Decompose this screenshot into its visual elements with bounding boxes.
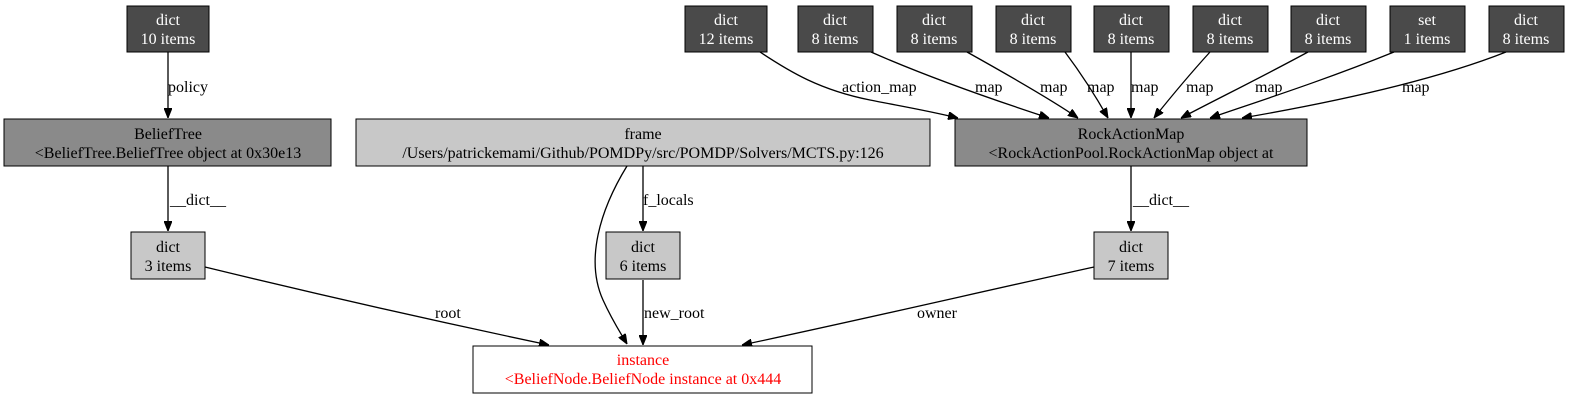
node-dict-8-items-1-type: dict [823, 12, 848, 29]
edge-map-6 [1181, 51, 1309, 118]
node-dict-12-items-type: dict [714, 12, 739, 29]
node-dict-8-items-3-count: 8 items [1010, 31, 1057, 48]
node-dict-8-items-5[interactable]: dict 8 items [1192, 5, 1269, 53]
node-belieftree-type: BeliefTree [134, 126, 202, 143]
node-dict-8-items-2[interactable]: dict 8 items [896, 5, 973, 53]
node-dict-8-items-7-type: dict [1514, 12, 1539, 29]
edge-map-3 [1064, 51, 1108, 118]
node-frame-type: frame [624, 126, 661, 143]
node-rockactionmap[interactable]: RockActionMap <RockActionPool.RockAction… [954, 118, 1308, 167]
node-dict-10-items-count: 10 items [141, 31, 196, 48]
node-instance-type: instance [617, 352, 669, 369]
node-dict-3-items-count: 3 items [145, 258, 192, 275]
node-dict-8-items-2-type: dict [922, 12, 947, 29]
edge-map-set [1210, 51, 1395, 118]
node-rockactionmap-type: RockActionMap [1078, 126, 1185, 143]
node-dict-8-items-4[interactable]: dict 8 items [1093, 5, 1170, 53]
node-dict-7-items-type: dict [1119, 239, 1144, 256]
nodes: dict 10 items BeliefTree <BeliefTree.Bel… [3, 5, 1565, 394]
edge-map-2 [966, 51, 1078, 118]
edge-label-map-3: map [1087, 79, 1115, 96]
node-dict-8-items-4-count: 8 items [1108, 31, 1155, 48]
node-dict-8-items-1-count: 8 items [812, 31, 859, 48]
node-dict-8-items-7-count: 8 items [1503, 31, 1550, 48]
node-dict-10-items[interactable]: dict 10 items [126, 5, 210, 53]
node-dict-8-items-6-count: 8 items [1305, 31, 1352, 48]
edge-label-map-5: map [1186, 79, 1214, 96]
edge-label-map-1: map [975, 79, 1003, 96]
node-dict-12-items-count: 12 items [699, 31, 754, 48]
node-dict-8-items-3[interactable]: dict 8 items [995, 5, 1072, 53]
edge-action-map [759, 51, 958, 118]
edge-label-action-map: action_map [842, 79, 917, 96]
node-dict-3-items[interactable]: dict 3 items [130, 231, 206, 280]
edge-label-map-6: map [1255, 79, 1283, 96]
node-belieftree[interactable]: BeliefTree <BeliefTree.BeliefTree object… [3, 118, 332, 167]
node-dict-6-items-count: 6 items [620, 258, 667, 275]
node-dict-7-items[interactable]: dict 7 items [1093, 231, 1169, 280]
node-dict-8-items-2-count: 8 items [911, 31, 958, 48]
edge-map-5 [1154, 51, 1211, 118]
node-set-1-items[interactable]: set 1 items [1389, 5, 1466, 53]
edge-label-policy: policy [168, 79, 208, 96]
node-dict-7-items-count: 7 items [1108, 258, 1155, 275]
node-dict-3-items-type: dict [156, 239, 181, 256]
edge-label-new-root: new_root [644, 305, 705, 322]
edge-label-map-4: map [1131, 79, 1159, 96]
node-frame-location: /Users/patrickemami/Github/POMDPy/src/PO… [402, 145, 883, 162]
edge-label-root: root [435, 305, 461, 322]
node-set-1-items-type: set [1418, 12, 1436, 29]
node-instance[interactable]: instance <BeliefNode.BeliefNode instance… [472, 345, 813, 394]
node-instance-repr: <BeliefNode.BeliefNode instance at 0x444 [505, 371, 782, 388]
node-dict-8-items-5-type: dict [1218, 12, 1243, 29]
node-dict-8-items-3-type: dict [1021, 12, 1046, 29]
node-rockactionmap-repr: <RockActionPool.RockActionMap object at [989, 145, 1275, 162]
edge-label-f-locals: f_locals [643, 192, 694, 209]
edges: policy __dict__ f_locals __dict__ action… [168, 51, 1507, 345]
node-dict-8-items-7[interactable]: dict 8 items [1488, 5, 1565, 53]
node-dict-8-items-6-type: dict [1316, 12, 1341, 29]
node-frame[interactable]: frame /Users/patrickemami/Github/POMDPy/… [355, 118, 931, 167]
edge-label-map-7: map [1402, 79, 1430, 96]
edge-label-belieftree-dict: __dict__ [169, 192, 227, 209]
edge-owner [742, 266, 1095, 345]
node-dict-6-items[interactable]: dict 6 items [605, 231, 681, 280]
node-dict-8-items-5-count: 8 items [1207, 31, 1254, 48]
node-dict-8-items-6[interactable]: dict 8 items [1290, 5, 1367, 53]
edge-label-rockactionmap-dict: __dict__ [1132, 192, 1190, 209]
node-dict-12-items[interactable]: dict 12 items [684, 5, 768, 53]
edge-label-map-2: map [1040, 79, 1068, 96]
edge-label-owner: owner [917, 305, 958, 322]
edge-map-7 [1242, 51, 1507, 118]
edge-root [204, 266, 549, 345]
node-belieftree-repr: <BeliefTree.BeliefTree object at 0x30e13 [35, 145, 301, 162]
node-dict-8-items-4-type: dict [1119, 12, 1144, 29]
edge-frame-instance [594, 165, 627, 344]
node-dict-8-items-1[interactable]: dict 8 items [797, 5, 874, 53]
node-dict-10-items-type: dict [156, 12, 181, 29]
node-set-1-items-count: 1 items [1404, 31, 1451, 48]
node-dict-6-items-type: dict [631, 239, 656, 256]
edge-map-1 [870, 51, 1049, 118]
